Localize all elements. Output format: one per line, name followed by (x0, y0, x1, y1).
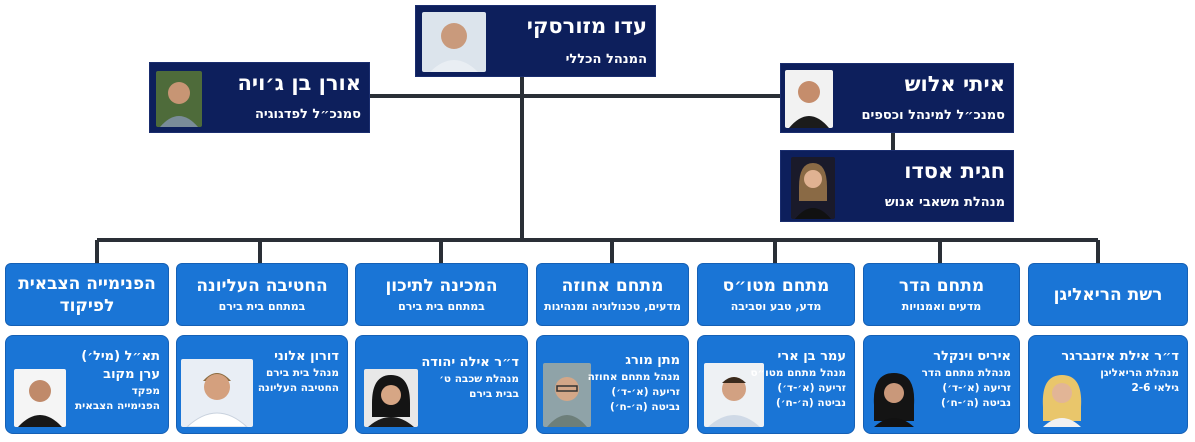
dept-realigan: רשת הריאליגן (1028, 263, 1188, 326)
dept-ahuza: מתחם אחוזה מדעים, טכנולוגיה ומנהיגות (536, 263, 689, 326)
person-name: ערן מקוב (103, 367, 160, 382)
deputy-pedagogy-photo (156, 71, 202, 127)
ceo-title: המנהל הכללי (565, 52, 647, 67)
person-name: עמר בן ארי (777, 349, 846, 364)
person-card-ahuza: מתן מורג מנהל מתחם אחוזה זריעה (א׳-ד׳) נ… (536, 335, 689, 434)
dept-title: רשת הריאליגן (1053, 284, 1163, 305)
person-role: זריעה (א׳-ד׳) (777, 382, 846, 394)
person-card-prep: ד״ר אילה יהודה מנהלת שכבה ט׳ בבית בירם (355, 335, 528, 434)
person-name: ד״ר אילה יהודה (421, 355, 519, 370)
person-role: החטיבה העליונה (257, 382, 339, 394)
person-role: מנהלת מתחם הדר (921, 367, 1011, 379)
person-photo (181, 359, 253, 427)
person-photo (14, 369, 66, 427)
person-role: הפנימייה הצבאית (75, 400, 160, 412)
dept-matos: מתחם מטו״ס מדע, טבע וסביבה (697, 263, 855, 326)
person-role: גילאי 2-6 (1131, 382, 1179, 394)
person-photo (1039, 367, 1085, 427)
dept-title: המכינה לתיכון (385, 275, 498, 296)
person-card-realigan: ד״ר אילת איזנברגר מנהלת הריאליגן גילאי 2… (1028, 335, 1188, 434)
person-photo (543, 363, 591, 427)
dept-subtitle: במתחם בית בירם (398, 299, 485, 313)
person-card-matos: עמר בן ארי מנהל מתחם מטו״ס זריעה (א׳-ד׳)… (697, 335, 855, 434)
person-role: מנהלת הריאליגן (1100, 367, 1179, 379)
person-role: זריעה (א׳-ד׳) (611, 386, 680, 398)
dept-subtitle: מדעים, טכנולוגיה ומנהיגות (544, 299, 681, 313)
ceo-photo (422, 12, 486, 72)
person-role: נביטה (ה׳-ח׳) (941, 397, 1011, 409)
dept-title: החטיבה העליונה (196, 275, 328, 296)
person-name: מתן מורג (625, 353, 680, 368)
person-photo (364, 369, 418, 427)
hr-title: מנהלת משאבי אנוש (884, 195, 1005, 210)
deputy-admin-card: איתי אלוש סמנכ״ל למינהל וכספים (780, 63, 1014, 133)
person-card-upper: דורון אלוני מנהל בית בירם החטיבה העליונה (176, 335, 348, 434)
ceo-card: עדו מזורסקי המנהל הכללי (415, 5, 656, 77)
dept-subtitle: מדעים ואמנויות (901, 299, 982, 313)
dept-prep-school: המכינה לתיכון במתחם בית בירם (355, 263, 528, 326)
person-role: מנהלת שכבה ט׳ (439, 373, 519, 385)
person-photo (704, 363, 764, 427)
ceo-name: עדו מזורסקי (526, 14, 647, 38)
deputy-pedagogy-name: אורן בן ג׳ויה (237, 71, 361, 95)
person-card-hadar: איריס וינקלר מנהלת מתחם הדר זריעה (א׳-ד׳… (863, 335, 1020, 434)
hr-card: חגית אסדו מנהלת משאבי אנוש (780, 150, 1014, 222)
deputy-pedagogy-card: אורן בן ג׳ויה סמנכ״ל לפדגוגיה (149, 62, 370, 133)
dept-upper-school: החטיבה העליונה במתחם בית בירם (176, 263, 348, 326)
dept-title: מתחם אחוזה (561, 275, 664, 296)
dept-military-boarding: הפנימייה הצבאית לפיקוד (5, 263, 169, 326)
dept-subtitle: מדע, טבע וסביבה (730, 299, 822, 313)
dept-title: הפנימייה הצבאית לפיקוד (18, 273, 156, 316)
hr-photo (791, 157, 835, 219)
person-card-military: תא״ל (מיל׳) ערן מקוב מפקד הפנימייה הצבאי… (5, 335, 169, 434)
deputy-admin-title: סמנכ״ל למינהל וכספים (861, 108, 1005, 123)
person-role: נביטה (ה׳-ח׳) (776, 397, 846, 409)
person-role: מנהל מתחם אחוזה (587, 371, 680, 383)
hr-name: חגית אסדו (904, 159, 1005, 183)
person-name: דורון אלוני (274, 349, 339, 364)
person-photo (870, 365, 918, 427)
person-line: תא״ל (מיל׳) (81, 349, 160, 364)
person-role: בבית בירם (469, 388, 519, 400)
person-role: נביטה (ה׳-ח׳) (610, 401, 680, 413)
deputy-admin-name: איתי אלוש (904, 72, 1005, 96)
person-name: איריס וינקלר (933, 349, 1011, 364)
dept-title: מתחם הדר (898, 275, 985, 296)
dept-hadar: מתחם הדר מדעים ואמנויות (863, 263, 1020, 326)
person-role: מנהל מתחם מטו״ס (750, 367, 846, 379)
person-name: ד״ר אילת איזנברגר (1061, 349, 1179, 364)
dept-subtitle: במתחם בית בירם (218, 299, 306, 313)
dept-title: מתחם מטו״ס (722, 275, 830, 296)
deputy-pedagogy-title: סמנכ״ל לפדגוגיה (254, 107, 361, 122)
person-role: מפקד (131, 385, 160, 397)
deputy-admin-photo (785, 70, 833, 128)
person-role: זריעה (א׳-ד׳) (942, 382, 1011, 394)
person-role: מנהל בית בירם (265, 367, 339, 379)
